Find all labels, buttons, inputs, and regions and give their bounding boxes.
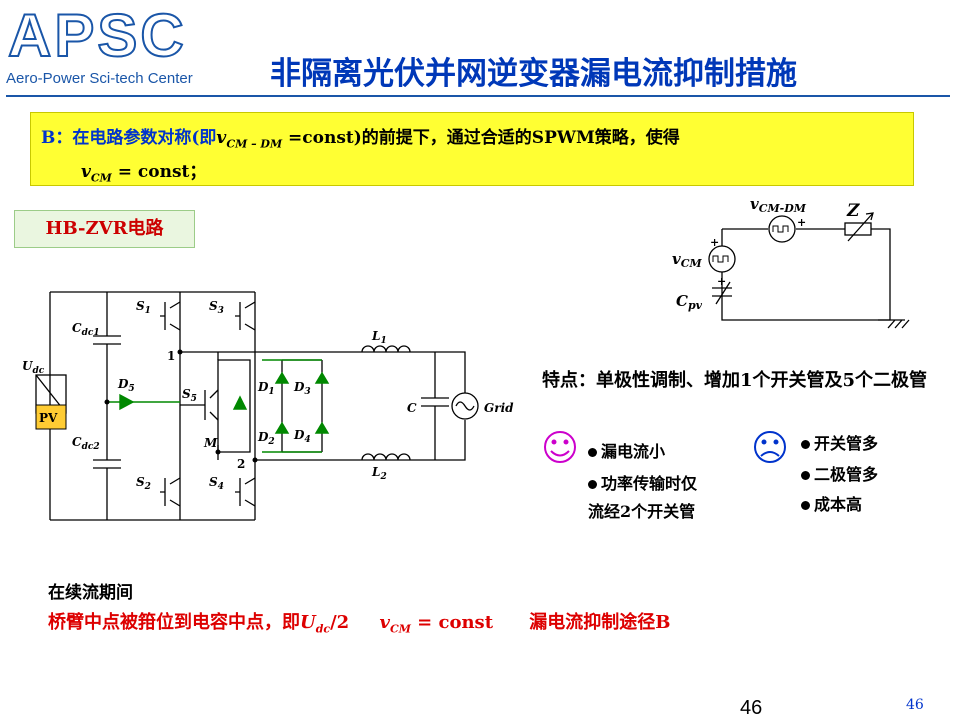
condition-box: B：在电路参数对称(即vCM – DM =const)的前提下，通过合适的SPW… [30, 112, 914, 186]
label-cdc1: Cdc1 [72, 321, 100, 338]
label-d3: D3 [293, 380, 311, 397]
label-d5: D5 [117, 377, 135, 394]
label-udc: Udc [22, 359, 45, 376]
condition-line2-sub: CM [90, 171, 112, 185]
con-item-3: 成本高 [801, 491, 862, 515]
pro-item-3: 流经2个开关管 [588, 502, 696, 521]
label-d2: D2 [257, 430, 275, 447]
condition-line2-v: v [81, 162, 91, 182]
condition-mid: =const)的前提下，通过合适的SPWM策略，使得 [282, 128, 680, 148]
label-s4: S4 [209, 475, 224, 492]
cm-label-vcmdm: vCM-DM [750, 195, 807, 215]
label-d1: D1 [257, 380, 275, 397]
page-title: 非隔离光伏并网逆变器漏电流抑制措施 [270, 56, 797, 92]
sad-face-icon [754, 431, 786, 463]
label-node-1: 1 [167, 349, 175, 363]
label-s3: S3 [209, 299, 224, 316]
label-s5: S5 [182, 387, 197, 404]
bottom-heading: 在续流期间 [48, 583, 133, 603]
pro-item-1: 漏电流小 [588, 438, 665, 462]
cm-label-z: Z [846, 201, 860, 221]
condition-vsub: CM – DM [226, 137, 283, 151]
con-item-1: 开关管多 [801, 430, 878, 454]
cm-plus-2: + [710, 236, 719, 249]
label-d4: D4 [293, 428, 311, 445]
cm-plus-1: + [797, 216, 806, 229]
circuit-label: HB-ZVR电路 [14, 210, 195, 248]
bottom-conclusion: 桥臂中点被箝位到电容中点，即Udc/2 vCM = const 漏电流抑制途径B [48, 612, 671, 636]
logo-subtitle: Aero-Power Sci-tech Center [6, 70, 193, 87]
cm-label-vcm: vCM [672, 250, 702, 270]
slide-number: 46 [906, 697, 924, 713]
logo-wordmark: APSC [7, 2, 187, 70]
condition-prefix: B：在电路参数对称(即 [41, 128, 217, 148]
title-divider [6, 95, 950, 97]
con-item-2: 二极管多 [801, 461, 878, 485]
cm-label-cpv: Cpv [676, 292, 703, 312]
label-l2: L2 [371, 465, 387, 482]
page-number: 46 [740, 697, 763, 719]
label-node-m: M [203, 436, 218, 450]
label-s1: S1 [136, 299, 151, 316]
label-c: C [407, 401, 417, 415]
condition-v: v [216, 128, 227, 148]
pv-label: PV [39, 411, 58, 425]
cm-plus-3: + [717, 275, 726, 288]
features-title: 特点：单极性调制、增加1个开关管及5个二极管 [542, 370, 928, 391]
label-grid: Grid [484, 401, 514, 415]
label-l1: L1 [371, 329, 387, 346]
label-s2: S2 [136, 475, 151, 492]
happy-face-icon [544, 431, 576, 463]
condition-line2-rest: = const； [111, 162, 207, 182]
label-node-2: 2 [237, 457, 245, 471]
condition-line-1: B：在电路参数对称(即vCM – DM =const)的前提下，通过合适的SPW… [41, 123, 680, 150]
condition-line-2: vCM = const； [81, 157, 206, 184]
pro-item-2: 功率传输时仅 [588, 470, 697, 494]
label-cdc2: Cdc2 [72, 435, 100, 452]
